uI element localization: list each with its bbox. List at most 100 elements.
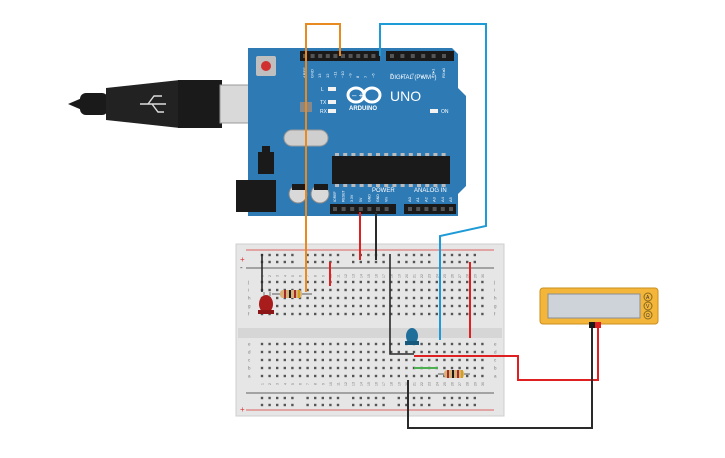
breadboard-hole[interactable]	[405, 288, 408, 292]
power-pin-hole[interactable]	[367, 207, 372, 211]
rail-hole[interactable]	[443, 396, 446, 400]
breadboard-hole[interactable]	[359, 366, 362, 370]
breadboard-hole[interactable]	[397, 288, 400, 292]
breadboard-hole[interactable]	[321, 374, 324, 378]
breadboard-hole[interactable]	[435, 374, 438, 378]
breadboard-hole[interactable]	[329, 342, 332, 346]
rail-hole[interactable]	[382, 403, 385, 407]
breadboard-hole[interactable]	[276, 342, 279, 346]
digital-pin-hole[interactable]	[390, 54, 394, 58]
breadboard-hole[interactable]	[367, 350, 370, 354]
breadboard-hole[interactable]	[481, 350, 484, 354]
breadboard-hole[interactable]	[276, 304, 279, 308]
rail-hole[interactable]	[428, 253, 431, 257]
rail-hole[interactable]	[450, 403, 454, 407]
breadboard-hole[interactable]	[374, 312, 378, 316]
breadboard-hole[interactable]	[367, 358, 370, 362]
breadboard-hole[interactable]	[428, 280, 431, 284]
breadboard-hole[interactable]	[298, 280, 302, 284]
breadboard-hole[interactable]	[473, 296, 476, 300]
breadboard-hole[interactable]	[397, 358, 400, 362]
breadboard-hole[interactable]	[306, 374, 309, 378]
breadboard-hole[interactable]	[352, 312, 355, 316]
breadboard-hole[interactable]	[352, 374, 355, 378]
rail-hole[interactable]	[412, 253, 416, 257]
rail-hole[interactable]	[473, 253, 476, 257]
breadboard-hole[interactable]	[336, 374, 340, 378]
breadboard-hole[interactable]	[390, 280, 393, 284]
breadboard-hole[interactable]	[260, 374, 264, 378]
digital-pin-hole[interactable]	[333, 54, 338, 58]
breadboard-hole[interactable]	[306, 304, 309, 308]
breadboard-hole[interactable]	[435, 296, 438, 300]
breadboard-hole[interactable]	[458, 358, 461, 362]
breadboard-hole[interactable]	[428, 304, 431, 308]
breadboard-hole[interactable]	[352, 304, 355, 308]
breadboard-hole[interactable]	[352, 350, 355, 354]
breadboard-hole[interactable]	[344, 350, 347, 354]
rail-hole[interactable]	[382, 396, 385, 400]
breadboard-hole[interactable]	[329, 312, 332, 316]
breadboard-hole[interactable]	[344, 374, 347, 378]
breadboard-hole[interactable]	[329, 358, 332, 362]
rail-hole[interactable]	[352, 403, 355, 407]
rail-hole[interactable]	[450, 253, 454, 257]
breadboard-hole[interactable]	[374, 342, 378, 346]
breadboard-hole[interactable]	[412, 358, 416, 362]
rail-hole[interactable]	[458, 403, 461, 407]
breadboard-hole[interactable]	[344, 342, 347, 346]
breadboard-hole[interactable]	[276, 288, 279, 292]
breadboard-hole[interactable]	[450, 288, 454, 292]
breadboard-hole[interactable]	[298, 342, 302, 346]
rail-hole[interactable]	[329, 253, 332, 257]
breadboard-hole[interactable]	[382, 350, 385, 354]
breadboard-hole[interactable]	[420, 288, 423, 292]
rail-hole[interactable]	[306, 396, 309, 400]
rail-hole[interactable]	[336, 260, 340, 264]
digital-pin-hole[interactable]	[431, 54, 436, 58]
power-header[interactable]	[330, 204, 396, 214]
breadboard-hole[interactable]	[298, 374, 302, 378]
breadboard-hole[interactable]	[344, 296, 347, 300]
breadboard-hole[interactable]	[390, 304, 393, 308]
breadboard-hole[interactable]	[390, 288, 393, 292]
breadboard-hole[interactable]	[344, 312, 347, 316]
digital-pin-hole[interactable]	[341, 54, 345, 58]
rail-hole[interactable]	[466, 253, 469, 257]
breadboard-hole[interactable]	[268, 288, 271, 292]
multimeter[interactable]: A V Ω	[539, 287, 659, 328]
rail-hole[interactable]	[367, 396, 370, 400]
breadboard-hole[interactable]	[473, 350, 476, 354]
breadboard-hole[interactable]	[473, 374, 476, 378]
breadboard-hole[interactable]	[405, 350, 408, 354]
rail-hole[interactable]	[276, 260, 279, 264]
breadboard-hole[interactable]	[466, 366, 469, 370]
rail-hole[interactable]	[412, 260, 416, 264]
resistor-1[interactable]	[272, 290, 312, 298]
breadboard-hole[interactable]	[268, 358, 271, 362]
breadboard-hole[interactable]	[435, 304, 438, 308]
rail-hole[interactable]	[359, 260, 362, 264]
breadboard-hole[interactable]	[306, 366, 309, 370]
mode-v-button[interactable]	[643, 301, 653, 311]
breadboard-hole[interactable]	[382, 288, 385, 292]
rail-hole[interactable]	[466, 403, 469, 407]
breadboard-hole[interactable]	[458, 280, 461, 284]
breadboard-hole[interactable]	[306, 342, 309, 346]
breadboard-hole[interactable]	[306, 288, 309, 292]
probe-com[interactable]	[589, 322, 595, 328]
breadboard-hole[interactable]	[473, 288, 476, 292]
breadboard-hole[interactable]	[374, 288, 378, 292]
rail-hole[interactable]	[420, 403, 423, 407]
breadboard-hole[interactable]	[420, 280, 423, 284]
rail-hole[interactable]	[314, 396, 317, 400]
rail-hole[interactable]	[268, 253, 271, 257]
digital-pin-hole[interactable]	[421, 54, 426, 58]
rail-hole[interactable]	[405, 260, 408, 264]
breadboard-hole[interactable]	[466, 312, 469, 316]
breadboard-hole[interactable]	[314, 280, 317, 284]
rail-hole[interactable]	[291, 260, 294, 264]
digital-pin-hole[interactable]	[356, 54, 361, 58]
digital-pin-hole[interactable]	[410, 54, 415, 58]
rail-hole[interactable]	[412, 403, 416, 407]
